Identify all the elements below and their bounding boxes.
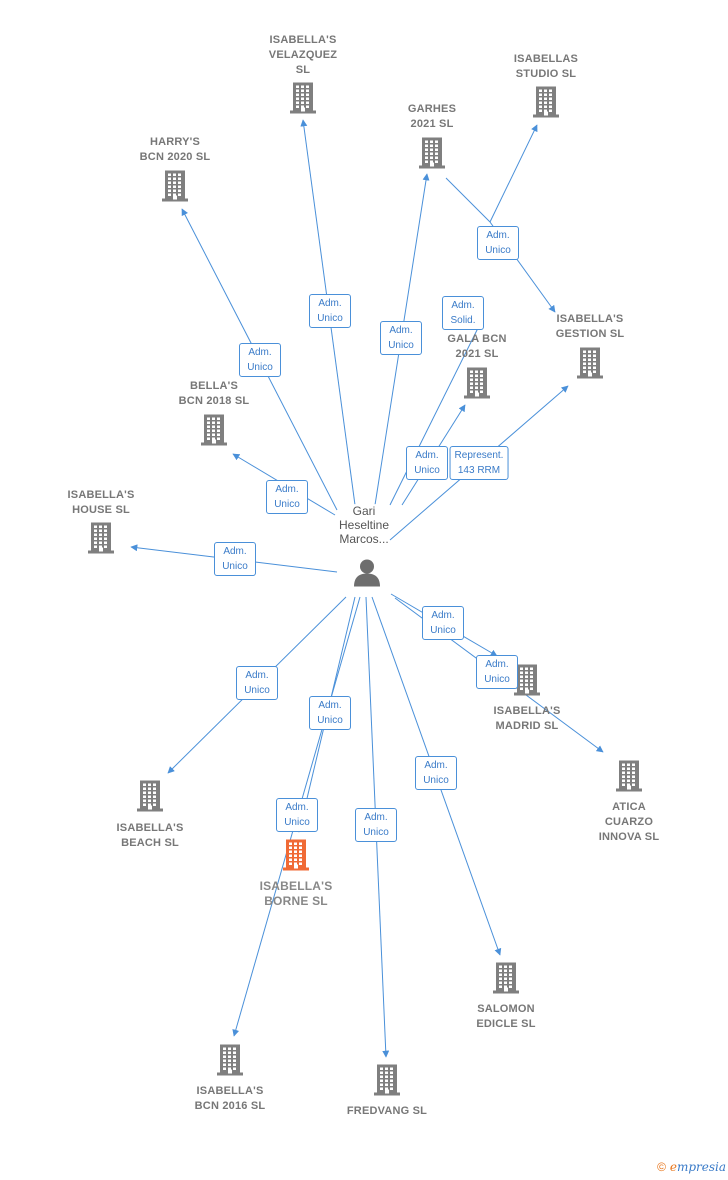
company-label-harrys[interactable]: HARRY'S BCN 2020 SL bbox=[139, 136, 211, 163]
edge-label-house: Adm. Unico bbox=[214, 542, 256, 576]
person-label[interactable]: Gari Heseltine Marcos... bbox=[338, 504, 390, 546]
building-icon[interactable] bbox=[490, 962, 522, 999]
building-icon[interactable] bbox=[85, 522, 117, 559]
company-label-atica[interactable]: ATICA CUARZO INNOVA SL bbox=[598, 801, 660, 843]
building-icon[interactable] bbox=[287, 82, 319, 119]
edge-label-bcn2016: Adm. Unico bbox=[276, 798, 318, 832]
edge-label-studio: Adm. Unico bbox=[477, 226, 519, 260]
edge-label-borne: Adm. Unico bbox=[309, 696, 351, 730]
company-label-borne[interactable]: ISABELLA'S BORNE SL bbox=[259, 879, 333, 908]
building-icon[interactable] bbox=[530, 86, 562, 123]
edge-label-gala: Adm. Unico bbox=[406, 446, 448, 480]
company-label-madrid[interactable]: ISABELLA'S MADRID SL bbox=[493, 705, 561, 732]
building-icon[interactable] bbox=[511, 664, 543, 701]
copyright-icon: © bbox=[657, 1160, 666, 1174]
building-icon[interactable] bbox=[280, 839, 312, 876]
edge-label-harrys: Adm. Unico bbox=[239, 343, 281, 377]
building-icon[interactable] bbox=[214, 1044, 246, 1081]
edge-label-madrid: Adm. Unico bbox=[422, 606, 464, 640]
brand-name: mpresia bbox=[676, 1160, 726, 1174]
building-icon[interactable] bbox=[574, 347, 606, 384]
company-label-studio[interactable]: ISABELLAS STUDIO SL bbox=[513, 53, 579, 80]
building-icon[interactable] bbox=[159, 170, 191, 207]
edge-line-studio bbox=[489, 124, 538, 223]
edge-label-fredvang: Adm. Unico bbox=[355, 808, 397, 842]
company-label-garhes[interactable]: GARHES 2021 SL bbox=[407, 103, 457, 130]
building-icon[interactable] bbox=[416, 137, 448, 174]
company-label-fredvang[interactable]: FREDVANG SL bbox=[346, 1105, 428, 1117]
brand-initial: e bbox=[669, 1160, 677, 1174]
edge-line-gala bbox=[389, 321, 482, 506]
edge-label-garhes: Adm. Unico bbox=[380, 321, 422, 355]
building-icon[interactable] bbox=[198, 414, 230, 451]
edge-label-velazquez: Adm. Unico bbox=[309, 294, 351, 328]
company-label-bella[interactable]: BELLA'S BCN 2018 SL bbox=[178, 380, 250, 407]
company-label-gala[interactable]: GALA BCN 2021 SL bbox=[447, 333, 507, 360]
person-icon[interactable] bbox=[352, 558, 382, 593]
edge-label-beach: Adm. Unico bbox=[236, 666, 278, 700]
company-label-velazquez[interactable]: ISABELLA'S VELAZQUEZ SL bbox=[268, 34, 338, 76]
building-icon[interactable] bbox=[371, 1064, 403, 1101]
edge-label-atica: Adm. Unico bbox=[476, 655, 518, 689]
edge-line-garhes-link bbox=[445, 177, 491, 223]
edge-label-salomon: Adm. Unico bbox=[415, 756, 457, 790]
company-label-house[interactable]: ISABELLA'S HOUSE SL bbox=[67, 489, 135, 516]
company-label-salomon[interactable]: SALOMON EDICLE SL bbox=[476, 1003, 536, 1030]
company-label-beach[interactable]: ISABELLA'S BEACH SL bbox=[116, 822, 184, 849]
building-icon[interactable] bbox=[613, 760, 645, 797]
building-icon[interactable] bbox=[461, 367, 493, 404]
company-label-gestion[interactable]: ISABELLA'S GESTION SL bbox=[555, 313, 625, 340]
edge-label-bella: Adm. Unico bbox=[266, 480, 308, 514]
building-icon[interactable] bbox=[134, 780, 166, 817]
company-label-bcn2016[interactable]: ISABELLA'S BCN 2016 SL bbox=[194, 1085, 266, 1112]
edge-label-gestion: Represent. 143 RRM bbox=[449, 446, 509, 480]
empresia-watermark: © empresia bbox=[657, 1160, 726, 1174]
edge-label-gala: Adm. Solid. bbox=[442, 296, 484, 330]
